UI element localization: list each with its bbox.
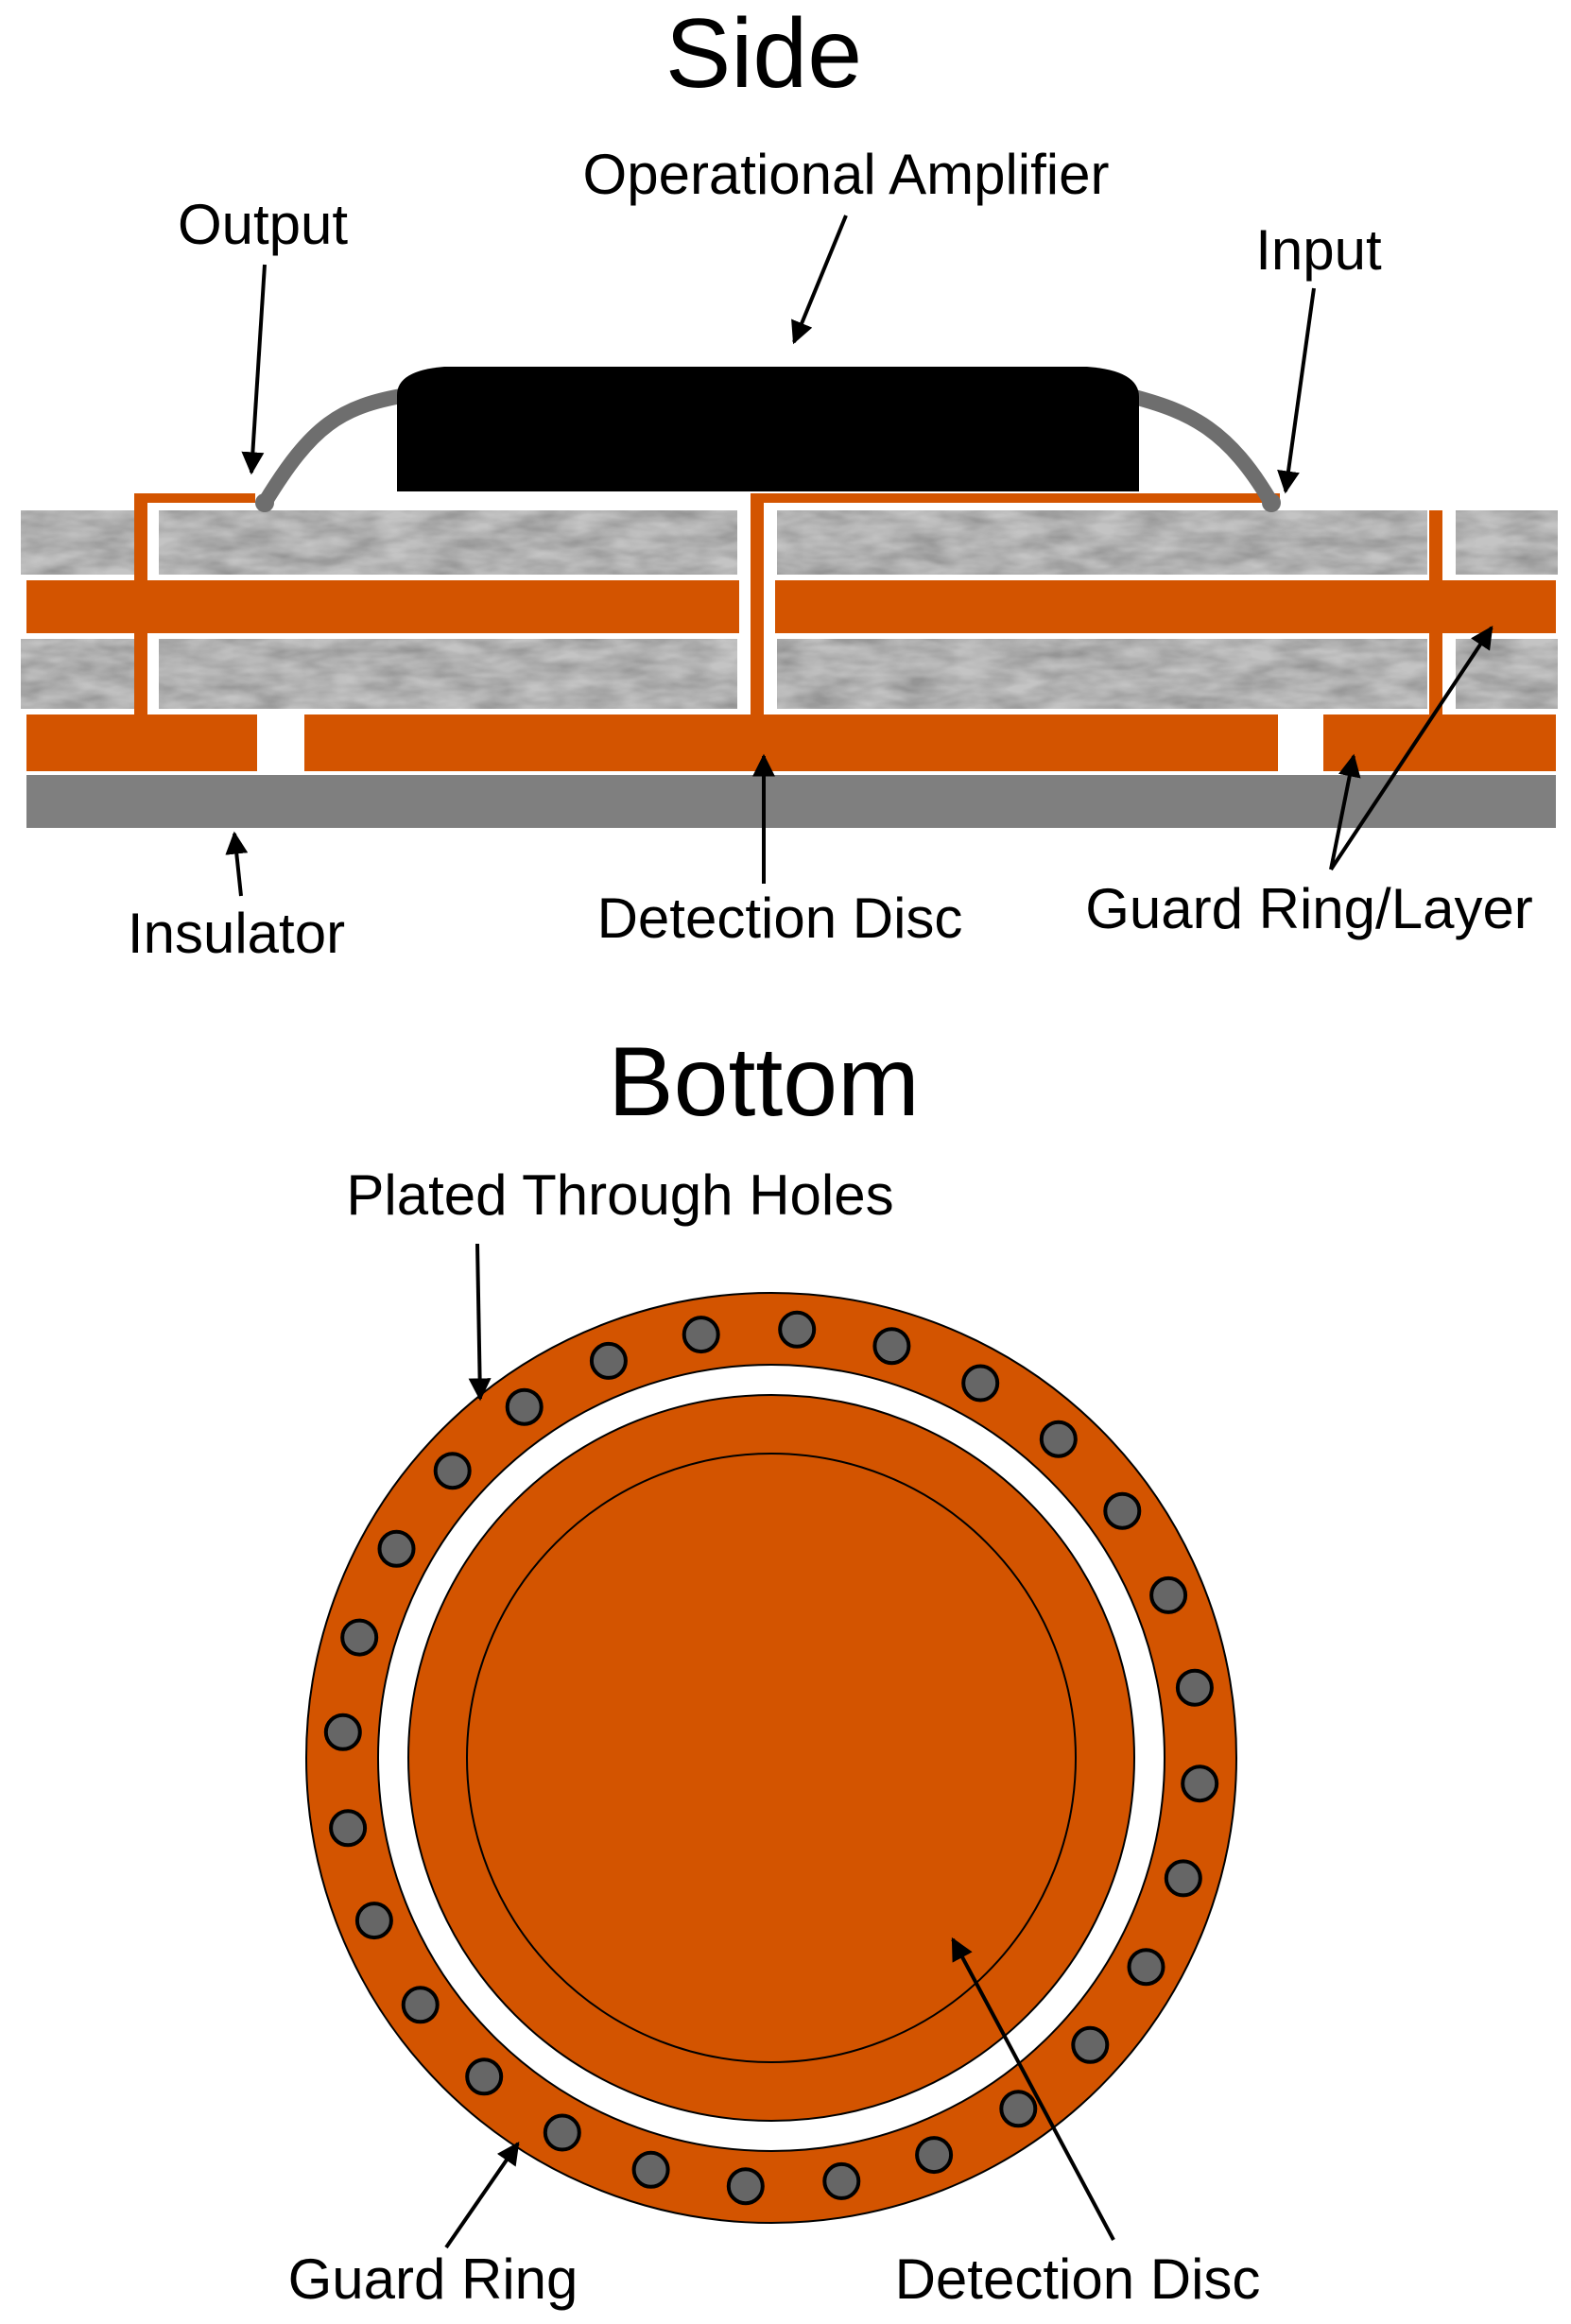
- plated-through-hole: [999, 2090, 1038, 2128]
- plated-through-hole: [543, 2113, 581, 2152]
- plated-through-hole: [340, 1618, 379, 1657]
- insulator-layer: [26, 775, 1556, 828]
- plated-through-hole: [778, 1310, 817, 1349]
- substrate-layer-middle: [21, 639, 1558, 709]
- guard-ring-layer-label: Guard Ring/Layer: [1085, 877, 1533, 940]
- guard-layer-copper: [26, 580, 1556, 633]
- operational-amplifier-chip: [397, 367, 1139, 491]
- plated-through-hole: [726, 2167, 765, 2206]
- detection-disc-inner: [466, 1453, 1077, 2063]
- plated-through-hole: [872, 1327, 911, 1366]
- plated-through-hole: [1039, 1420, 1078, 1458]
- detection-disc-side: [304, 714, 1278, 771]
- plated-through-hole: [1071, 2025, 1110, 2064]
- vias: [134, 493, 1442, 714]
- bottom-view: Bottom Plated Through Holes Guard Ring D…: [288, 1027, 1261, 2311]
- plated-through-hole: [1103, 1491, 1142, 1530]
- plated-through-hole: [961, 1364, 1000, 1403]
- plated-through-hole: [401, 1986, 440, 2024]
- plated-through-hole: [1181, 1765, 1219, 1803]
- detection-disc-bottom-label: Detection Disc: [895, 2247, 1261, 2311]
- side-view: Side: [21, 0, 1558, 965]
- plated-through-hole: [682, 1316, 720, 1354]
- plated-through-hole: [505, 1387, 544, 1426]
- plated-through-hole: [329, 1809, 368, 1848]
- plated-through-hole: [354, 1902, 393, 1940]
- substrate-layer-top: [21, 510, 1558, 575]
- plated-holes-label: Plated Through Holes: [346, 1163, 893, 1227]
- plated-through-hole: [589, 1341, 628, 1380]
- plated-through-hole: [1175, 1668, 1214, 1707]
- bottom-arrows: [444, 1243, 1115, 2249]
- bottom-copper-layer: [26, 714, 1556, 771]
- plated-through-hole: [465, 2057, 504, 2096]
- plated-through-hole: [433, 1452, 472, 1490]
- guard-ring-label: Guard Ring: [288, 2247, 578, 2311]
- detection-disc-side-label: Detection Disc: [597, 887, 963, 950]
- plated-through-holes: [323, 1310, 1219, 2206]
- output-label: Output: [178, 193, 348, 256]
- op-amp-leads: [257, 387, 1279, 510]
- op-amp-label: Operational Amplifier: [583, 143, 1110, 206]
- input-label: Input: [1255, 218, 1382, 282]
- side-title: Side: [665, 0, 862, 109]
- plated-through-hole: [631, 2150, 670, 2189]
- plated-through-hole: [323, 1713, 362, 1751]
- plated-through-hole: [1127, 1948, 1165, 1987]
- plated-through-hole: [822, 2161, 861, 2200]
- plated-through-hole: [915, 2136, 954, 2175]
- plated-through-hole: [1164, 1859, 1202, 1898]
- plated-through-hole: [1149, 1575, 1188, 1614]
- plated-through-hole: [377, 1529, 416, 1568]
- insulator-label: Insulator: [128, 902, 345, 965]
- bottom-title: Bottom: [608, 1027, 919, 1137]
- side-arrows: [225, 215, 1493, 897]
